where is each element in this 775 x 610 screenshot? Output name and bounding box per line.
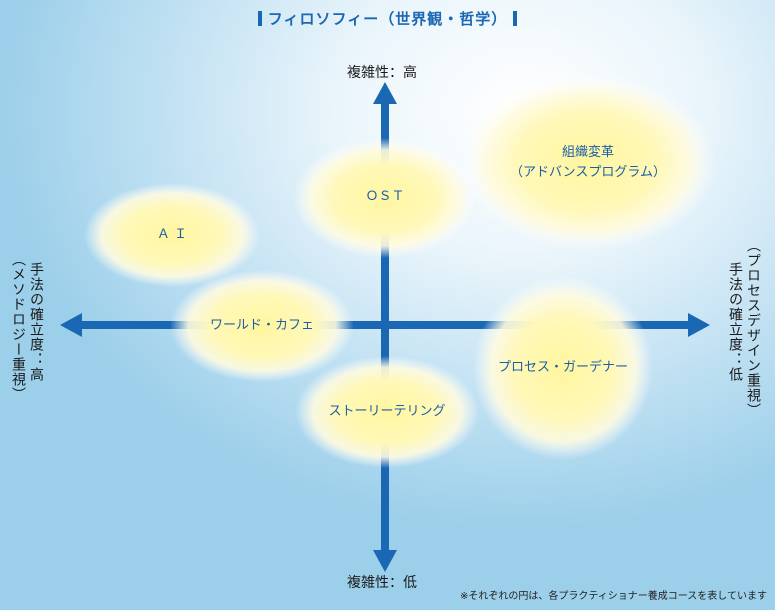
axis-label-right-line1: （プロセスデザイン重視） (745, 238, 761, 418)
title-bar-right (513, 11, 518, 26)
circle-org-change (460, 74, 716, 250)
label-process-gardener: プロセス・ガーデナー (497, 360, 628, 375)
axis-label-left-line2: （メソドロジー重視） (10, 252, 26, 402)
title-text: フィロソフィー（世界観・哲学） (267, 10, 508, 28)
circle-world-cafe (170, 270, 354, 382)
label-org-change-line1: 組織変革 (561, 145, 614, 160)
arrowhead-right (688, 313, 710, 337)
label-world-cafe: ワールド・カフェ (209, 318, 314, 333)
axis-label-bottom: 複雑性：低 (347, 575, 417, 591)
label-ai: Ａ Ｉ (156, 227, 188, 242)
circle-ost (293, 138, 477, 258)
arrowhead-down (373, 550, 397, 572)
axis-label-right-line2: 手法の確立度：低 (727, 262, 743, 382)
label-org-change-line2: （アドバンスプログラム） (509, 165, 666, 180)
title-bar-left (257, 11, 262, 26)
arrowhead-left (60, 313, 82, 337)
circle-storytelling (295, 356, 479, 468)
circle-ai (84, 183, 260, 287)
axis-label-left-line1: 手法の確立度：高 (28, 262, 44, 382)
arrowhead-up (373, 82, 397, 104)
axis-label-top: 複雑性：高 (347, 65, 417, 81)
diagram-title: フィロソフィー（世界観・哲学） (0, 8, 775, 29)
footnote: ※それぞれの円は、各プラクティショナー養成コースを表しています (460, 591, 767, 602)
label-storytelling: ストーリーテリング (328, 404, 446, 419)
circle-process-gardener (473, 276, 653, 460)
label-ost: ＯＳＴ (365, 189, 405, 204)
